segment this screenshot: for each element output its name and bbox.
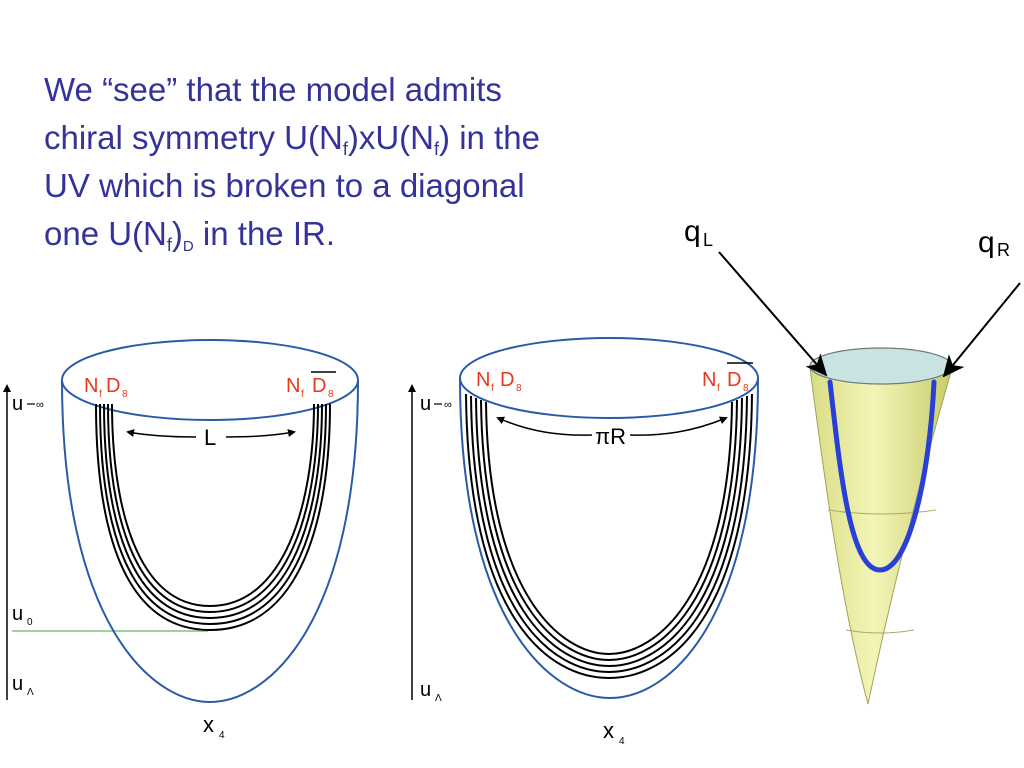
- qr-arrow: [942, 282, 1021, 378]
- left-l-arrow-right: [225, 429, 296, 438]
- left-l-arrow-left: [126, 429, 197, 438]
- cigar-diagram: q L q R: [684, 215, 1021, 705]
- mid-brane-label-right-sub: f: [717, 383, 720, 394]
- left-diagram: u ∞ u 0 u Λ N f D 8 N f D 8 L: [3, 339, 359, 741]
- cigar-u-curve: [827, 379, 937, 573]
- left-d8-branes: [95, 403, 331, 632]
- ql-arrow: [718, 251, 828, 377]
- mid-d8-branes: [465, 393, 753, 680]
- left-x4-label: x: [203, 712, 214, 737]
- left-axis-uinf-sub: ∞: [36, 399, 44, 411]
- mid-pir-arrow-left: [496, 416, 593, 436]
- left-brane-label-right-d-sub: 8: [328, 389, 334, 400]
- left-brane-label-left-d-sub: 8: [122, 389, 128, 400]
- mid-brane-label-right: N: [702, 369, 716, 391]
- mid-axis-ulambda-sub: Λ: [435, 693, 442, 704]
- left-separation-label: L: [204, 425, 216, 450]
- cigar-band-1: [827, 509, 937, 515]
- mid-x4-label: x: [603, 718, 614, 743]
- left-axis-u0: u: [12, 603, 23, 625]
- mid-axis-uinf: u: [420, 393, 431, 415]
- qr-label-sub: R: [997, 240, 1010, 260]
- left-brane-label-right-sub: f: [301, 389, 304, 400]
- mid-bowl: [459, 377, 759, 700]
- cigar-top: [809, 347, 953, 385]
- left-brane-label-right-d: D: [312, 375, 326, 397]
- mid-separation-label: πR: [595, 424, 626, 449]
- mid-brane-label-left: N: [476, 369, 490, 391]
- right-diagram: u ∞ u Λ N f D 8 N f D 8 πR x 4: [408, 337, 759, 747]
- left-brane-label-left-sub: f: [99, 389, 102, 400]
- qr-label: q: [978, 226, 995, 259]
- mid-x4-sub: 4: [619, 736, 625, 747]
- left-bowl: [61, 379, 359, 704]
- mid-brane-label-left-d: D: [500, 369, 514, 391]
- left-brane-label-left-d: D: [106, 375, 120, 397]
- left-bowl-rim: [61, 339, 359, 421]
- ql-label-sub: L: [703, 230, 713, 250]
- mid-pir-arrow-right: [629, 416, 728, 436]
- ql-label: q: [684, 215, 701, 248]
- left-axis-ulambda: u: [12, 673, 23, 695]
- mid-bowl-rim: [459, 337, 759, 419]
- left-brane-label-right: N: [286, 375, 300, 397]
- left-axis-ulambda-sub: Λ: [27, 687, 34, 698]
- left-x4-sub: 4: [219, 730, 225, 741]
- mid-axis-uinf-sub: ∞: [444, 399, 452, 411]
- left-brane-label-left: N: [84, 375, 98, 397]
- mid-brane-label-left-d-sub: 8: [516, 383, 522, 394]
- left-axis-u0-sub: 0: [27, 617, 33, 628]
- mid-brane-label-right-d: D: [727, 369, 741, 391]
- cigar-band-2: [845, 629, 915, 634]
- left-axis-uinf: u: [12, 393, 23, 415]
- mid-brane-label-left-sub: f: [491, 383, 494, 394]
- mid-brane-label-right-d-sub: 8: [743, 383, 749, 394]
- mid-axis-ulambda: u: [420, 679, 431, 701]
